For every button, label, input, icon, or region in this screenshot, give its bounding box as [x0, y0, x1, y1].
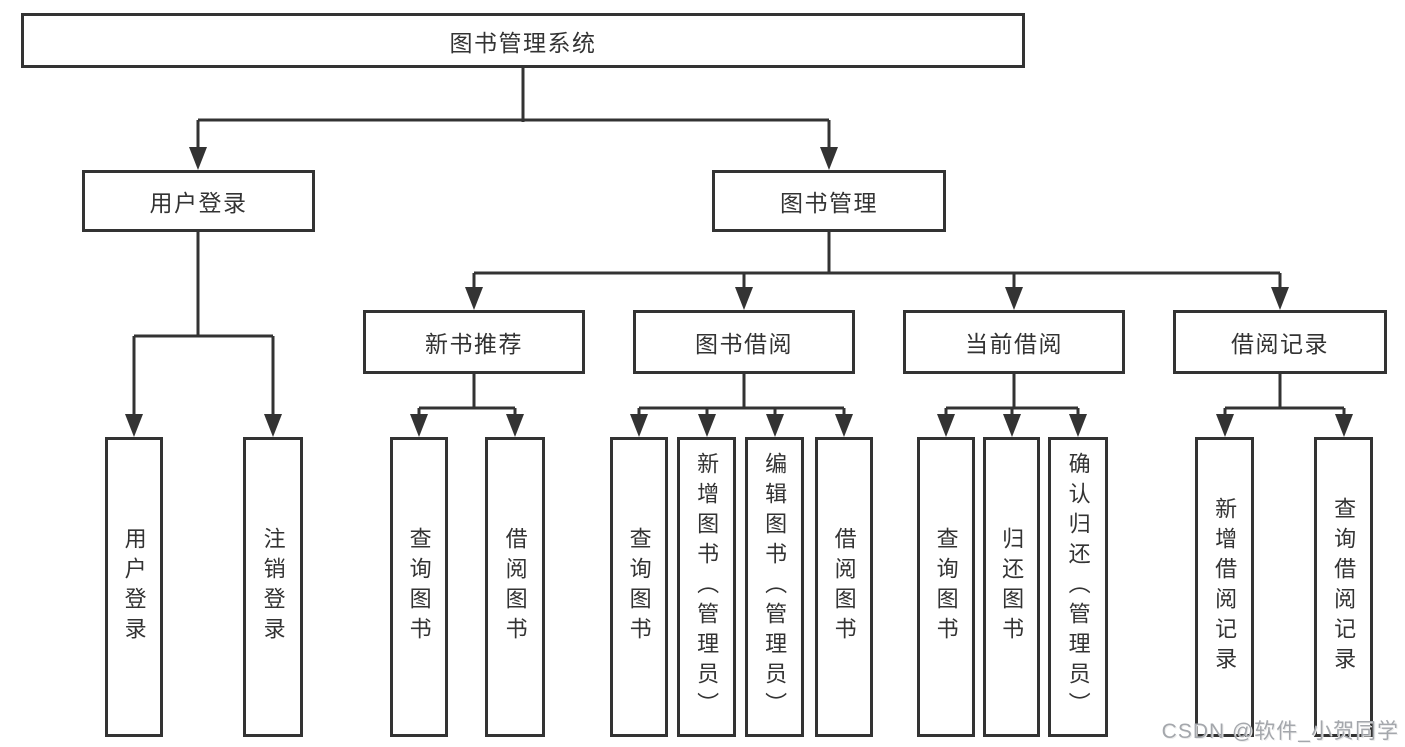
- leaf-br-query-record-label: 查询借阅记录: [1331, 497, 1357, 677]
- node-current-borrow: 当前借阅: [903, 310, 1125, 374]
- leaf-cb-return-book: 归还图书: [983, 437, 1040, 737]
- leaf-cb-confirm-return-admin-label: 确认归还（管理员）: [1065, 452, 1091, 722]
- node-new-book-recommend: 新书推荐: [363, 310, 585, 374]
- node-user-login-label: 用户登录: [149, 190, 248, 216]
- leaf-bb-query-book: 查询图书: [610, 437, 668, 737]
- leaf-bb-add-book-admin-label: 新增图书（管理员）: [694, 452, 720, 722]
- leaf-user-login: 用户登录: [105, 437, 163, 737]
- leaf-logout-label: 注销登录: [260, 527, 286, 647]
- leaf-nb-query-book-label: 查询图书: [406, 527, 432, 647]
- leaf-cb-confirm-return-admin: 确认归还（管理员）: [1048, 437, 1108, 737]
- leaf-nb-query-book: 查询图书: [390, 437, 448, 737]
- leaf-cb-return-book-label: 归还图书: [999, 527, 1025, 647]
- node-new-book-recommend-label: 新书推荐: [425, 331, 523, 357]
- leaf-bb-edit-book-admin: 编辑图书（管理员）: [745, 437, 804, 737]
- leaf-bb-query-book-label: 查询图书: [626, 527, 652, 647]
- leaf-br-query-record: 查询借阅记录: [1314, 437, 1373, 737]
- node-borrow-record-label: 借阅记录: [1231, 331, 1329, 357]
- node-book-management: 图书管理: [712, 170, 946, 232]
- leaf-nb-borrow-book-label: 借阅图书: [502, 527, 528, 647]
- node-book-borrow: 图书借阅: [633, 310, 855, 374]
- leaf-cb-query-book: 查询图书: [917, 437, 975, 737]
- leaf-br-add-record-label: 新增借阅记录: [1212, 497, 1238, 677]
- node-book-borrow-label: 图书借阅: [695, 331, 793, 357]
- watermark: CSDN @软件_小贺同学: [1161, 720, 1399, 743]
- node-borrow-record: 借阅记录: [1173, 310, 1387, 374]
- leaf-cb-query-book-label: 查询图书: [933, 527, 959, 647]
- leaf-user-login-label: 用户登录: [121, 527, 147, 647]
- leaf-bb-edit-book-admin-label: 编辑图书（管理员）: [762, 452, 788, 722]
- node-current-borrow-label: 当前借阅: [965, 331, 1063, 357]
- leaf-nb-borrow-book: 借阅图书: [485, 437, 545, 737]
- leaf-br-add-record: 新增借阅记录: [1195, 437, 1254, 737]
- node-root: 图书管理系统: [21, 13, 1025, 68]
- node-book-management-label: 图书管理: [780, 190, 878, 216]
- leaf-logout: 注销登录: [243, 437, 303, 737]
- leaf-bb-borrow-book-label: 借阅图书: [831, 527, 857, 647]
- node-root-label: 图书管理系统: [449, 29, 597, 56]
- node-user-login: 用户登录: [82, 170, 315, 232]
- leaf-bb-add-book-admin: 新增图书（管理员）: [677, 437, 736, 737]
- leaf-bb-borrow-book: 借阅图书: [815, 437, 873, 737]
